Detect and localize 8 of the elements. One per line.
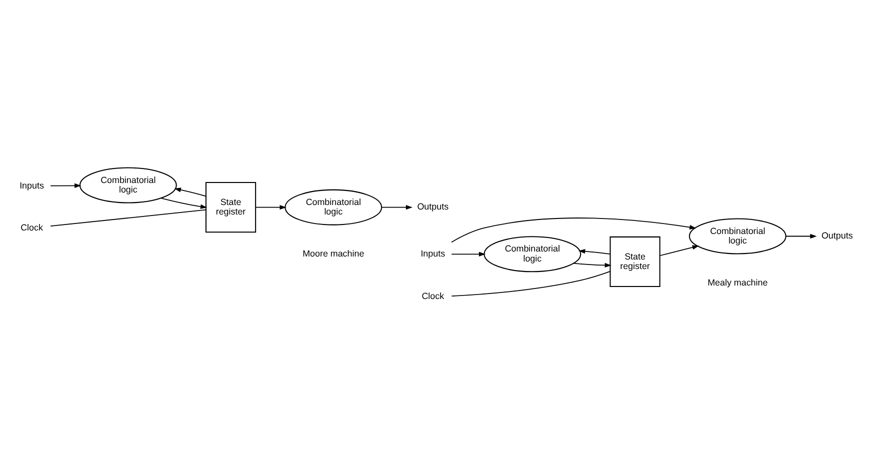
node-text: Inputs: [20, 180, 44, 190]
node-text: Outputs: [821, 230, 853, 240]
node-text: Outputs: [417, 201, 449, 212]
node-text: Clock: [20, 222, 43, 232]
node-text: Clock: [422, 290, 444, 301]
node-text: Inputs: [420, 248, 446, 258]
label: Mealy machine: [708, 276, 768, 287]
label: Moore machine: [302, 248, 364, 258]
